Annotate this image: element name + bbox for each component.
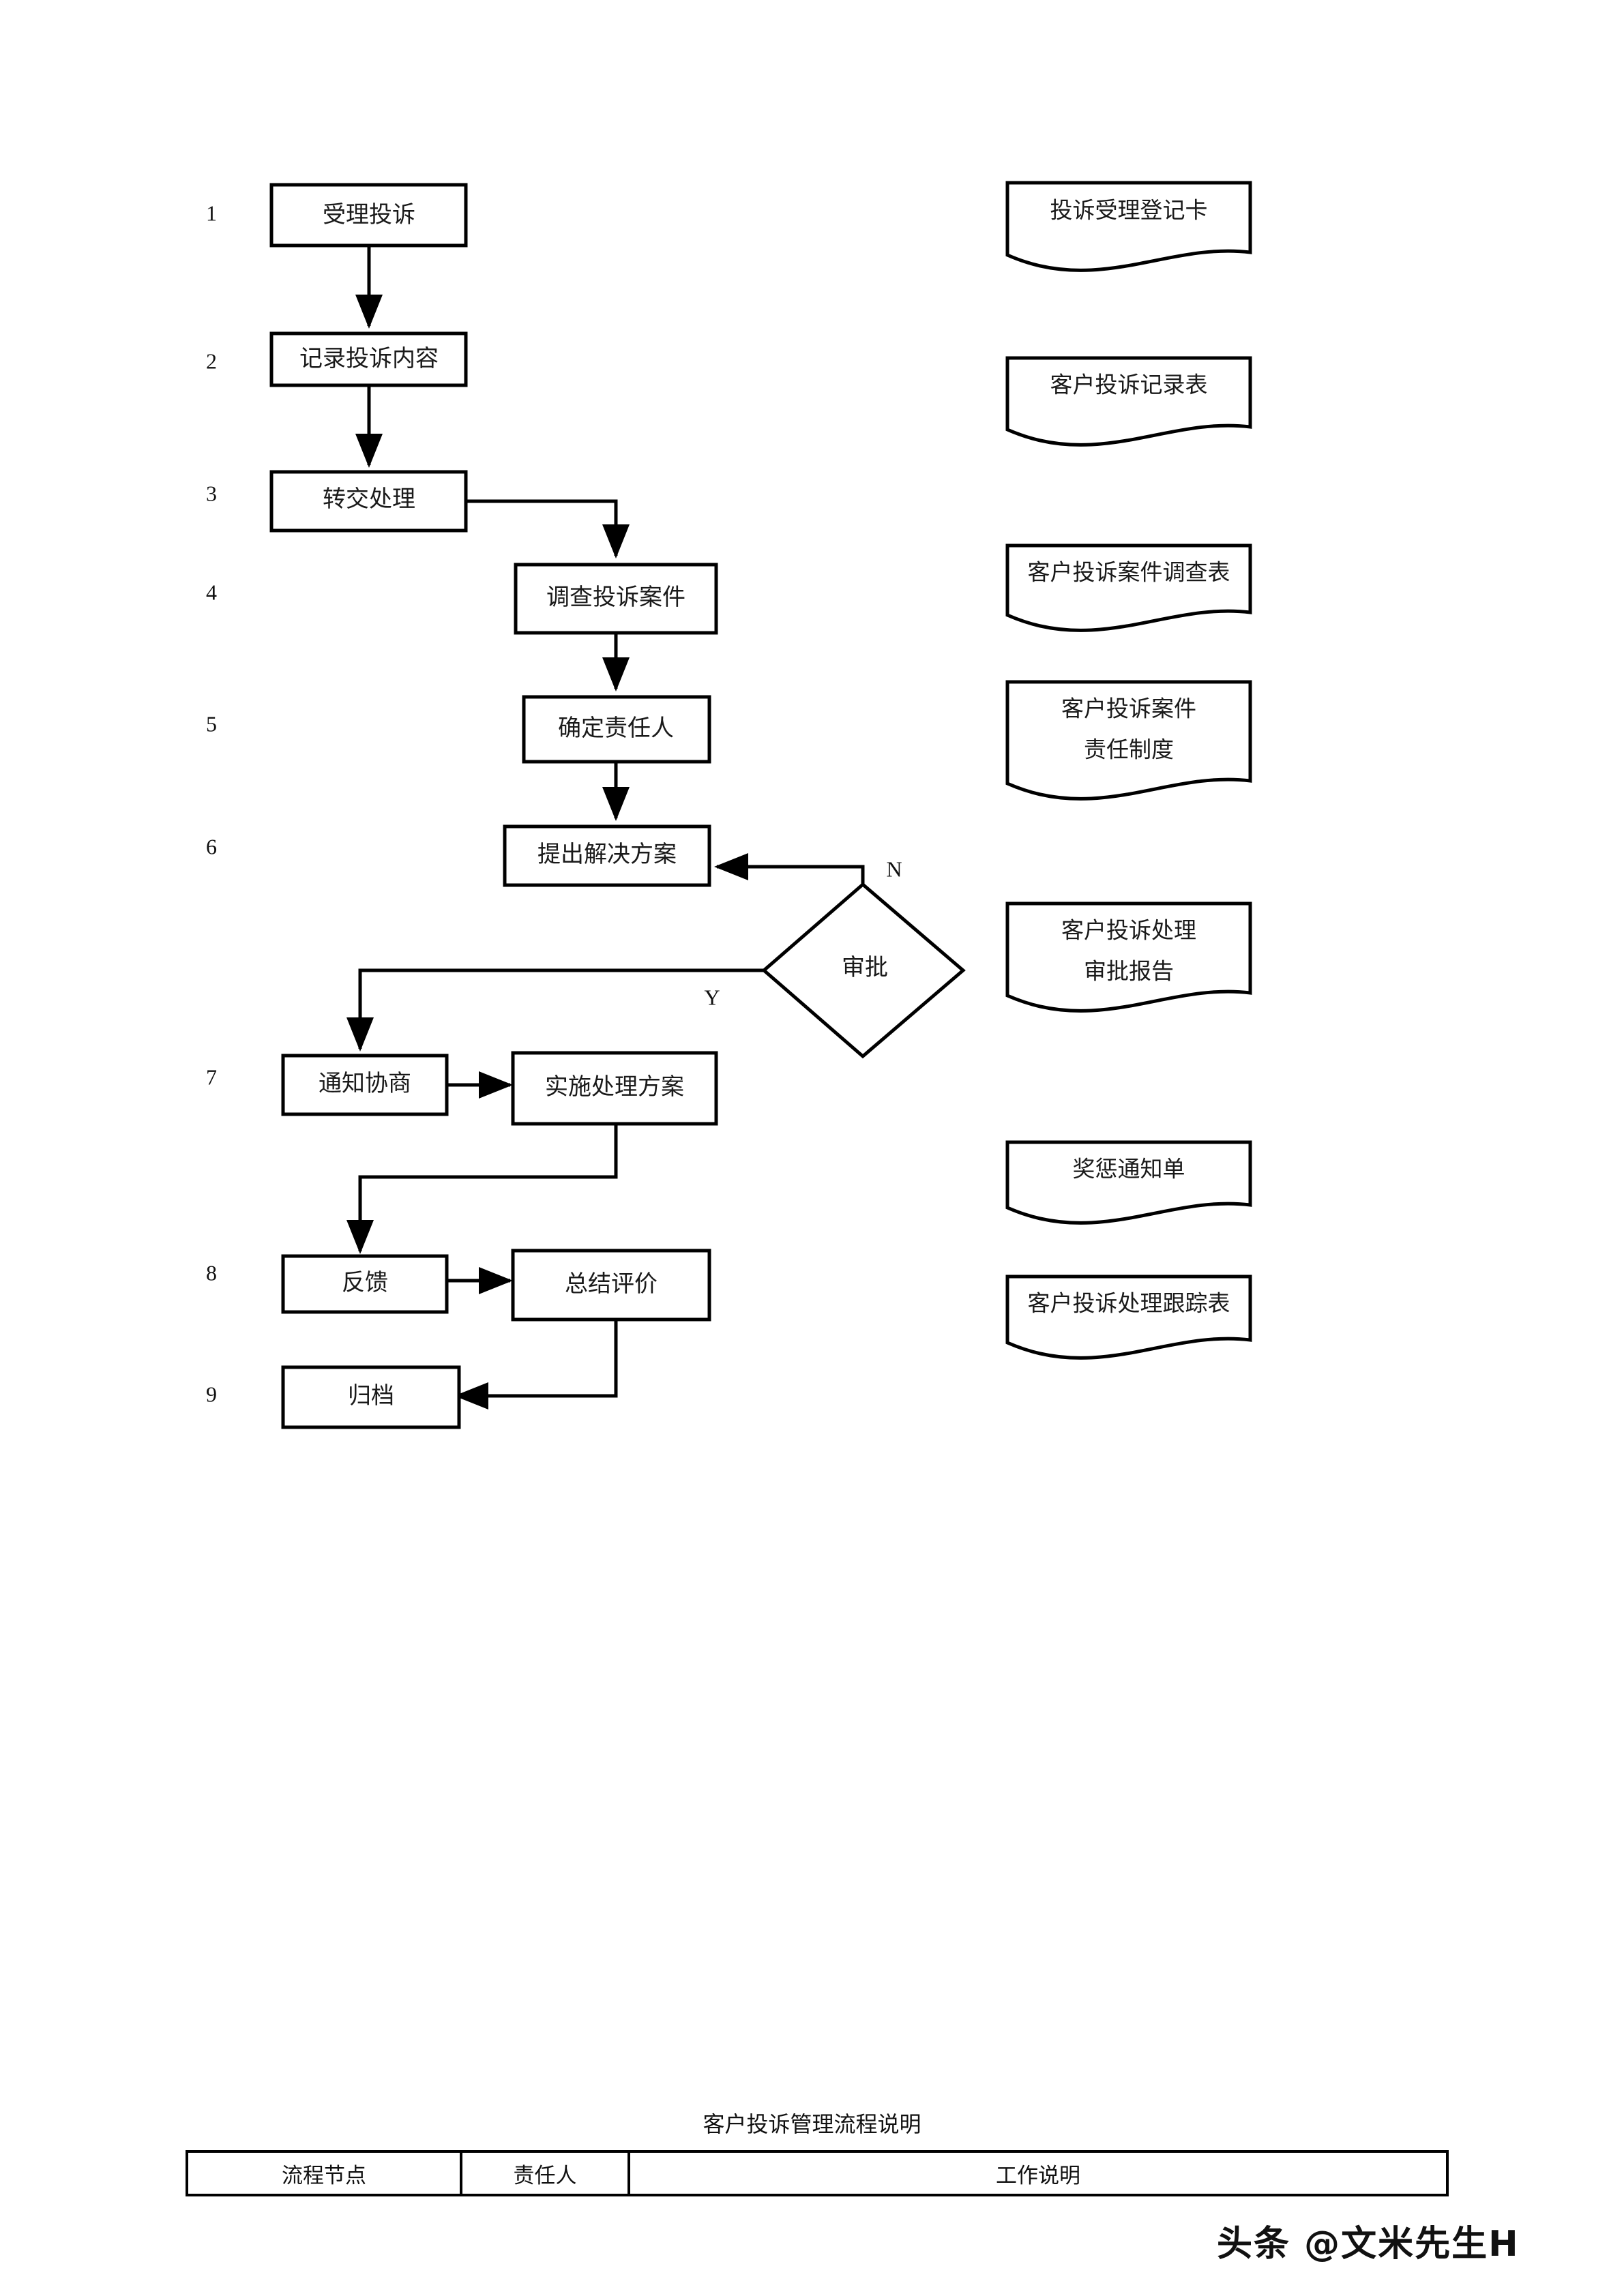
- connector-8b-to-9: [454, 1320, 618, 1410]
- process-node-7b-label: 实施处理方案: [545, 1074, 684, 1100]
- process-node-3-label: 转交处理: [323, 486, 415, 512]
- legend-header-node: 流程节点: [186, 2150, 462, 2196]
- decision-node-approval[interactable]: 审批: [761, 882, 966, 1059]
- step-number-2: 2: [206, 348, 217, 373]
- document-shape-2-label: 客户投诉记录表: [1050, 373, 1208, 398]
- legend-header-row: 流程节点 责任人 工作说明: [186, 2150, 1449, 2196]
- process-node-8b[interactable]: 总结评价: [511, 1249, 711, 1322]
- process-node-3[interactable]: 转交处理: [269, 470, 468, 533]
- document-shape-5[interactable]: 客户投诉处理 审批报告: [1005, 901, 1252, 1013]
- document-shape-1[interactable]: 投诉受理登记卡: [1005, 181, 1252, 272]
- process-node-8a-label: 反馈: [342, 1270, 388, 1296]
- legend-title: 客户投诉管理流程说明: [703, 2112, 921, 2136]
- process-node-1-label: 受理投诉: [323, 202, 415, 228]
- step-number-5: 5: [206, 711, 217, 736]
- legend-header-description: 工作说明: [628, 2150, 1449, 2196]
- process-node-5-label: 确定责任人: [558, 715, 674, 741]
- process-node-8b-label: 总结评价: [565, 1271, 658, 1297]
- document-shape-4-label-line2: 责任制度: [1084, 738, 1174, 763]
- document-shape-7[interactable]: 客户投诉处理跟踪表: [1005, 1274, 1252, 1360]
- process-node-4[interactable]: 调查投诉案件: [514, 563, 718, 635]
- document-shape-6[interactable]: 奖惩通知单: [1005, 1140, 1252, 1225]
- step-number-9: 9: [206, 1382, 217, 1406]
- step-number-3: 3: [206, 481, 217, 505]
- document-shape-5-label-line2: 审批报告: [1084, 959, 1174, 985]
- process-node-6-label: 提出解决方案: [537, 841, 677, 867]
- process-node-9[interactable]: 归档: [281, 1365, 461, 1429]
- connector-decision-yes-to-7: [346, 968, 764, 1052]
- step-number-6: 6: [206, 834, 217, 859]
- legend-header-owner: 责任人: [460, 2150, 630, 2196]
- step-number-7: 7: [206, 1064, 217, 1089]
- document-shape-5-label-line1: 客户投诉处理: [1061, 919, 1196, 944]
- step-number-4: 4: [206, 580, 217, 604]
- step-number-1: 1: [206, 200, 217, 225]
- connector-no-loop: [713, 853, 865, 884]
- process-node-5[interactable]: 确定责任人: [522, 695, 711, 764]
- document-shape-7-label: 客户投诉处理跟踪表: [1028, 1292, 1230, 1317]
- connector-7b-to-8a: [346, 1124, 618, 1255]
- process-node-9-label: 归档: [348, 1383, 394, 1409]
- document-shape-3-label: 客户投诉案件调查表: [1028, 561, 1230, 586]
- process-node-7a[interactable]: 通知协商: [281, 1054, 449, 1116]
- process-node-4-label: 调查投诉案件: [546, 584, 685, 610]
- branch-label-no: N: [886, 856, 902, 881]
- decision-node-label: 审批: [842, 955, 888, 981]
- process-node-1[interactable]: 受理投诉: [269, 183, 468, 248]
- process-node-7b[interactable]: 实施处理方案: [511, 1051, 718, 1126]
- step-number-8: 8: [206, 1260, 217, 1285]
- document-shape-6-label: 奖惩通知单: [1073, 1157, 1185, 1182]
- document-shape-3[interactable]: 客户投诉案件调查表: [1005, 543, 1252, 632]
- document-shape-1-label: 投诉受理登记卡: [1050, 198, 1208, 224]
- process-node-7a-label: 通知协商: [319, 1071, 411, 1097]
- process-node-8a[interactable]: 反馈: [281, 1254, 449, 1314]
- document-shape-2[interactable]: 客户投诉记录表: [1005, 356, 1252, 447]
- process-node-2-label: 记录投诉内容: [299, 346, 439, 372]
- process-node-2[interactable]: 记录投诉内容: [269, 331, 468, 387]
- watermark-text: 头条 @文米先生H: [1217, 2224, 1520, 2265]
- document-shape-4-label-line1: 客户投诉案件: [1061, 697, 1196, 722]
- branch-label-yes: Y: [704, 985, 720, 1009]
- legend-table: 流程节点 责任人 工作说明: [186, 2150, 1449, 2196]
- process-node-6[interactable]: 提出解决方案: [503, 824, 711, 887]
- connector-3-to-4: [466, 499, 630, 559]
- document-shape-4[interactable]: 客户投诉案件 责任制度: [1005, 680, 1252, 801]
